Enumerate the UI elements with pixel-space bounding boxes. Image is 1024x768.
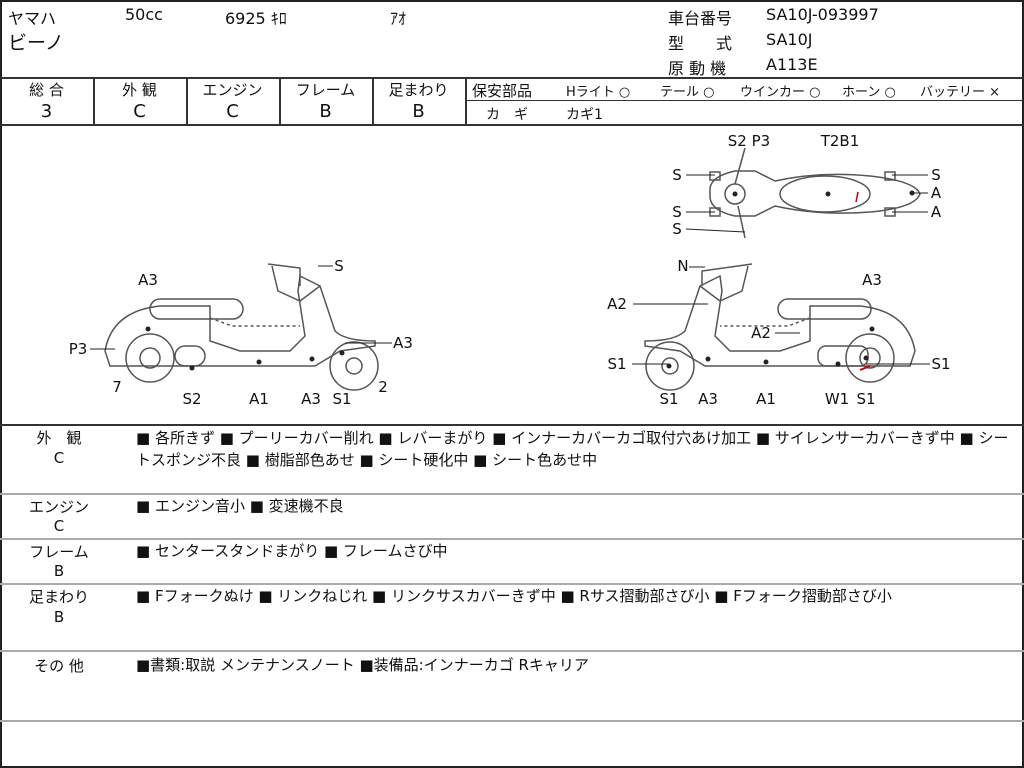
diagram-label: T2B1 [820,132,860,150]
divider [0,583,1024,585]
diagram-label: S1 [607,355,627,373]
remark-text-suspension: ■ Fフォークぬけ ■ リンクねじれ ■ リンクサスカバーきず中 ■ Rサス摺動… [136,587,892,605]
divider [0,538,1024,540]
diagram-label: S [334,257,344,275]
key-value: カギ1 [566,107,603,123]
damage-mark [855,191,859,203]
grade-engine: C [226,101,239,122]
remark-heading-suspension: 足まわり [28,588,89,606]
divider [0,720,1024,722]
remark-grade-engine: C [53,517,65,535]
divider [0,124,1024,126]
diagram-label: A1 [756,390,776,408]
diagram-label: 2 [378,378,388,396]
diagram-label: P3 [68,340,88,358]
diagram-label: A1 [249,390,269,408]
diagram-label: A3 [301,390,321,408]
diagram-label: S1 [332,390,352,408]
remark-text-frame: ■ センタースタンドまがり ■ フレームさび中 [136,542,448,560]
diagram-label: S1 [856,390,876,408]
model-name: ビーノ [8,32,64,54]
diagram-label: S [672,220,682,238]
maker: ヤマハ [8,9,57,28]
remark-text-other: ■書類:取説 メンテナンスノート ■装備品:インナーカゴ Rキャリア [136,656,589,674]
remark-heading-engine: エンジン [28,498,89,516]
grade-overall: 3 [40,101,53,122]
type: SA10J [766,30,813,49]
diagram-label: S [672,203,682,221]
diagram-label: A2 [751,324,771,342]
type-label: 型 式 [668,34,733,53]
grade-label-overall: 総 合 [29,81,64,99]
diagram-label: A3 [138,271,158,289]
right-side-scooter [644,263,916,391]
diagram-label: N [677,257,689,275]
remark-heading-frame: フレーム [29,543,89,561]
diagram-label: A3 [862,271,882,289]
divider [0,424,1024,426]
top-view-scooter [709,147,921,239]
remark-heading-exterior: 外 観 [36,429,82,447]
diagram-label: W1 [824,390,850,408]
diagram-label: A3 [393,334,413,352]
divider [0,77,1024,79]
remark-text-exterior: ■ 各所きず ■ プーリーカバー削れ ■ レバーまがり ■ インナーカバーカゴ取… [136,429,1009,469]
grade-label-suspension: 足まわり [388,81,449,99]
remark-grade-frame: B [53,562,65,580]
grade-label-engine: エンジン [202,81,263,99]
displacement: 50cc [125,5,163,24]
grade-suspension: B [412,101,425,122]
engine: A113E [766,55,818,74]
grade-exterior: C [133,101,146,122]
left-side-scooter [104,263,379,391]
safety-label: 保安部品 [472,82,533,100]
diagram-label: 7 [112,378,122,396]
engine-label: 原 動 機 [668,59,727,78]
diagram-label: S2 P3 [727,132,771,150]
remark-text-engine: ■ エンジン音小 ■ 変速機不良 [136,497,344,515]
remark-heading-other: その 他 [34,657,84,675]
safety-tail: テール ○ [660,85,715,100]
grade-frame: B [319,101,332,122]
scooter-diagram [90,147,930,391]
divider [93,77,95,125]
color: ｱｵ [390,9,407,28]
diagram-label: S1 [659,390,679,408]
safety-horn: ホーン ○ [842,85,896,100]
frame-no-label: 車台番号 [668,9,733,28]
divider [279,77,281,125]
divider [0,493,1024,495]
divider [186,77,188,125]
safety-winker: ウインカー ○ [740,85,821,100]
diagram-label: A3 [698,390,718,408]
remark-grade-exterior: C [53,449,65,467]
divider [465,77,467,125]
mileage: 6925 ｷﾛ [225,9,287,28]
damage-mark [859,365,871,371]
safety-headlight: Hライト ○ [566,85,631,100]
diagram-label: S [672,166,682,184]
diagram-label: A [930,184,942,202]
diagram-label: S [931,166,941,184]
safety-battery: バッテリー × [920,85,1001,100]
diagram-label: A2 [607,295,627,313]
diagram-label: S2 [182,390,202,408]
remark-grade-suspension: B [53,608,65,626]
divider [372,77,374,125]
divider [0,650,1024,652]
key-label: カ ギ [486,107,528,123]
grade-label-frame: フレーム [295,81,356,99]
diagram-label: A [930,203,942,221]
diagram-label: S1 [931,355,951,373]
frame-no: SA10J-093997 [766,5,879,24]
grade-label-exterior: 外 観 [122,81,157,99]
divider [467,100,1023,101]
